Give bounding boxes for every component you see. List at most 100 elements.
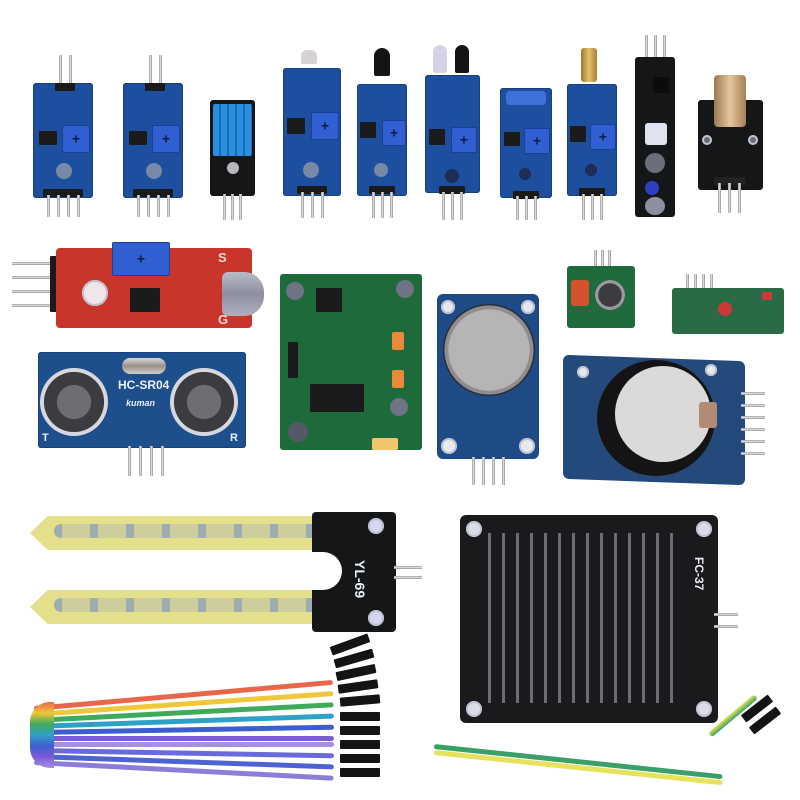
ir-receiver-led <box>455 45 469 73</box>
pin <box>600 194 603 220</box>
mount-hole <box>466 521 482 537</box>
sensor-element <box>519 168 531 180</box>
potentiometer <box>590 124 616 150</box>
pin <box>47 195 50 217</box>
potentiometer <box>382 120 406 146</box>
brand-label: kuman <box>126 398 156 408</box>
dupont-connector <box>339 694 381 707</box>
label-s: S <box>218 250 227 265</box>
model-label: YL-69 <box>352 560 368 599</box>
pin <box>159 55 162 85</box>
rain-sensor-fc37: FC-37 <box>460 515 740 725</box>
ic-chip <box>429 129 445 145</box>
pin <box>451 192 454 220</box>
pin-header <box>714 177 746 185</box>
mount-hole <box>466 701 482 717</box>
ds3231-rtc-module <box>563 354 773 486</box>
pin <box>741 428 765 431</box>
dupont-connector <box>340 712 380 721</box>
pin <box>223 194 226 220</box>
ir-led-blue <box>645 181 659 195</box>
pin-header <box>50 256 60 312</box>
ic-chip <box>287 118 305 134</box>
pin <box>390 192 393 218</box>
pin-header <box>369 186 395 194</box>
mount-hole <box>705 364 717 376</box>
label-t: T <box>42 432 49 444</box>
pin <box>311 192 314 218</box>
label-g: G <box>218 312 229 327</box>
pin <box>12 276 52 279</box>
pin <box>608 250 611 268</box>
ir-obstacle-avoidance-sensor <box>425 45 480 223</box>
pin <box>442 192 445 220</box>
mq-gas-sensor <box>437 294 539 486</box>
potentiometer <box>451 127 477 153</box>
laser-diode-brass <box>714 75 746 127</box>
pin-header <box>133 189 173 197</box>
sensor-element <box>445 169 459 183</box>
ic-chip <box>360 122 376 138</box>
laser-transmitter-module <box>698 75 763 225</box>
pin-header <box>145 83 165 91</box>
ir-emitter-led <box>433 45 447 73</box>
mount-hole <box>696 701 712 717</box>
microphone-sound-sensor: S G <box>12 236 264 336</box>
battery-clip <box>699 402 717 428</box>
ic-chip <box>570 126 586 142</box>
pin-header <box>297 186 327 194</box>
label-r: R <box>230 432 238 444</box>
wire <box>34 742 334 747</box>
ir-receiver-led <box>374 48 390 76</box>
pin <box>77 195 80 217</box>
trimmer-pot-white <box>645 123 667 145</box>
pin <box>150 446 153 476</box>
pin <box>710 274 713 290</box>
pin <box>147 195 150 217</box>
mount-hole <box>227 162 239 174</box>
dupont-connector <box>340 740 380 749</box>
mount-hole <box>702 135 712 145</box>
dupont-connector <box>340 726 380 735</box>
potentiometer <box>62 125 90 153</box>
tilt-switch-sensor <box>500 88 552 223</box>
pin-header <box>579 188 605 196</box>
pin <box>741 452 765 455</box>
photoresistor-light-sensor <box>283 50 341 220</box>
pin <box>394 566 422 569</box>
potentiometer <box>524 128 550 154</box>
433mhz-rf-receiver <box>672 274 784 336</box>
sensor-element <box>146 163 162 179</box>
pin <box>601 250 604 268</box>
potentiometer <box>311 112 339 140</box>
capacitor <box>396 280 414 298</box>
mount-hole <box>577 366 589 378</box>
pin <box>12 262 52 265</box>
wire-yellow <box>433 750 723 786</box>
transducer-transmit <box>40 368 108 436</box>
mount-hole <box>368 610 384 626</box>
pin <box>128 446 131 476</box>
pin <box>167 195 170 217</box>
sound-sensor-module-b <box>123 55 183 217</box>
wire <box>34 736 334 741</box>
pin <box>534 196 537 220</box>
pin <box>694 274 697 290</box>
mount-hole <box>368 518 384 534</box>
mount-hole <box>696 521 712 537</box>
tilt-switch-cylinder <box>506 91 546 105</box>
pin <box>738 183 741 213</box>
u-slot <box>302 552 342 590</box>
vibration-switch-brass <box>581 48 597 82</box>
jumper-cap-yellow <box>372 438 398 450</box>
pin-header <box>43 189 83 197</box>
sensor-element <box>585 164 597 176</box>
potentiometer <box>112 242 170 276</box>
ic-chip <box>39 131 57 145</box>
probe-lower-trace <box>54 598 324 612</box>
trimmer-orange <box>392 370 404 388</box>
pin <box>321 192 324 218</box>
mount-hole <box>521 300 535 314</box>
sensor-element <box>374 163 388 177</box>
voltage-regulator <box>316 288 342 312</box>
